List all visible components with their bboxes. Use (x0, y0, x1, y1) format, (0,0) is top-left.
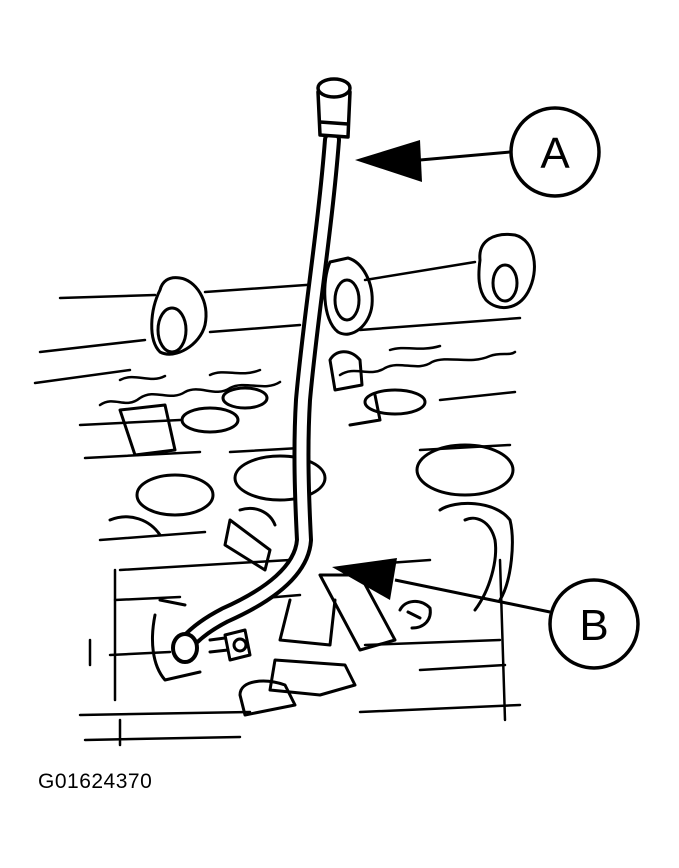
callout-b-circle (548, 578, 640, 670)
callout-b-label: B (579, 601, 608, 650)
engine-block-outline (33, 260, 522, 747)
dipstick-tube (171, 131, 341, 664)
callout-b-arrowhead (332, 558, 397, 600)
callout-a-leader (419, 150, 511, 162)
mounting-bracket (108, 350, 432, 717)
rocker-lobes (150, 232, 536, 356)
figure-id: G01624370 (38, 770, 153, 793)
callout-b-leader (394, 578, 551, 614)
callout-a-label: A (540, 129, 570, 178)
callout-b: B (332, 558, 640, 670)
callout-a: A (355, 106, 601, 198)
callout-a-circle (509, 106, 601, 198)
mounting-bolt (208, 628, 252, 662)
dipstick-cap (316, 77, 352, 139)
intake-ports (118, 386, 515, 612)
gasket-lines (98, 344, 517, 407)
callout-a-arrowhead (355, 140, 422, 182)
